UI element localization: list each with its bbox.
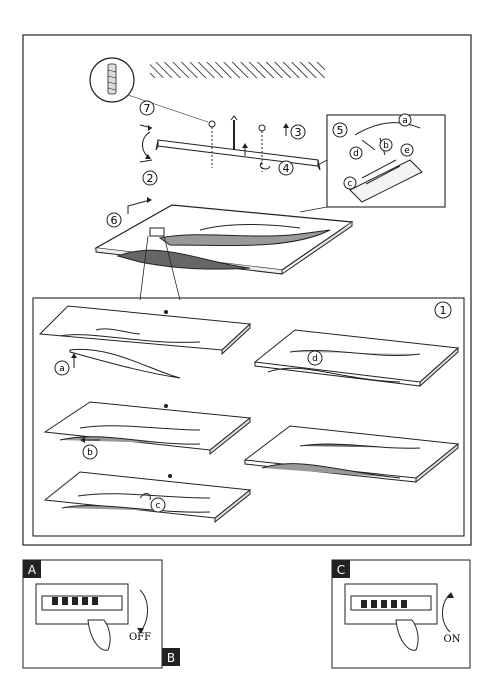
- svg-text:b: b: [383, 141, 389, 151]
- step-7-marker: 7: [139, 100, 155, 116]
- lamp-step-c: c: [43, 471, 252, 524]
- svg-text:1: 1: [440, 304, 447, 317]
- wall-plug-detail: [89, 57, 209, 123]
- svg-text:OFF: OFF: [129, 632, 151, 643]
- screw-icon: [258, 124, 266, 172]
- svg-text:c: c: [156, 501, 161, 511]
- breaker-panel-on: C ON: [331, 559, 471, 669]
- outer-frame: [22, 34, 472, 546]
- svg-text:5: 5: [337, 124, 344, 137]
- svg-text:b: b: [87, 448, 93, 458]
- step-4-marker: 4: [278, 160, 294, 176]
- svg-text:c: c: [348, 179, 353, 189]
- svg-text:3: 3: [295, 126, 302, 139]
- svg-text:A: A: [28, 563, 37, 577]
- mounting-bracket: [155, 115, 321, 172]
- step-1-marker: 1: [434, 301, 452, 319]
- breaker-panel-off: A OFF: [22, 559, 163, 669]
- svg-text:e: e: [404, 146, 410, 156]
- lamp-assembled: [243, 425, 460, 484]
- step-1-panel: [32, 297, 465, 537]
- terminal-block-detail: 5 a b c d e: [299, 113, 446, 213]
- svg-text:d: d: [353, 149, 359, 159]
- svg-text:a: a: [59, 364, 65, 374]
- step-6-marker: 6: [106, 212, 122, 228]
- lamp-step-d: d: [253, 329, 460, 388]
- lamp-step-b: b: [43, 401, 252, 460]
- svg-text:4: 4: [283, 162, 290, 175]
- svg-text:ON: ON: [444, 634, 461, 645]
- svg-text:6: 6: [111, 214, 118, 227]
- ceiling-lamp: [94, 204, 354, 275]
- svg-text:B: B: [167, 651, 175, 665]
- hand-icon: [395, 619, 419, 651]
- lamp-step-a: a: [38, 305, 252, 379]
- svg-text:d: d: [312, 354, 318, 364]
- svg-text:C: C: [337, 563, 345, 577]
- ceiling-hatch: [150, 62, 325, 78]
- hand-icon: [87, 619, 111, 651]
- svg-text:7: 7: [144, 102, 151, 115]
- svg-text:2: 2: [147, 172, 154, 185]
- screw-icon: [208, 120, 216, 168]
- panel-b: B: [162, 648, 180, 666]
- svg-text:a: a: [402, 116, 408, 126]
- step-3-marker: 3: [290, 124, 306, 140]
- step-2-marker: 2: [142, 170, 158, 186]
- rotate-arrow-icon: [141, 131, 151, 159]
